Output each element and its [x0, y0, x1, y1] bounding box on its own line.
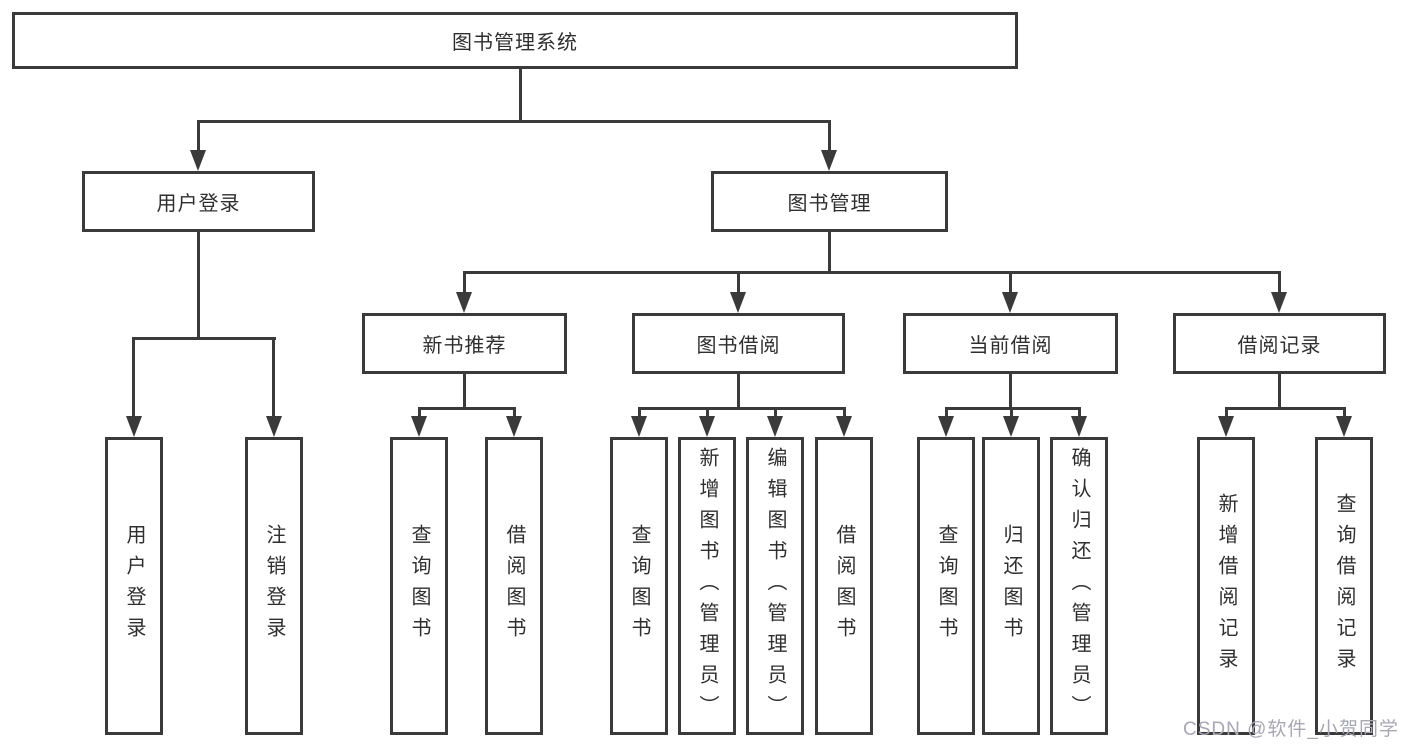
branch-node-label: 图书借阅: [696, 335, 781, 357]
arrowhead-down-icon: [938, 416, 954, 437]
leaf-node-label: 借阅图书: [833, 524, 855, 648]
leaf-node-confirm-return-admin: 确认归还（管理员）: [1050, 437, 1108, 735]
csdn-watermark: CSDN @软件_小贺同学: [1183, 719, 1399, 740]
leaf-node-query-books-borrow: 查询图书: [610, 437, 668, 735]
branch-node-book-borrow: 图书借阅: [632, 313, 845, 374]
branch-node-label: 用户登录: [156, 193, 241, 215]
arrowhead-down-icon: [699, 416, 715, 437]
connector-drop: [706, 407, 709, 418]
connector-hline: [638, 407, 845, 410]
arrowhead-down-icon: [730, 292, 746, 313]
branch-node-label: 当前借阅: [968, 335, 1053, 357]
branch-node-label: 借阅记录: [1237, 335, 1322, 357]
arrowhead-down-icon: [1336, 416, 1352, 437]
connector-hline: [197, 120, 831, 123]
leaf-node-add-borrow-record: 新增借阅记录: [1197, 437, 1255, 735]
arrowhead-down-icon: [190, 150, 206, 171]
leaf-node-label: 归还图书: [1000, 524, 1022, 648]
leaf-node-label: 借阅图书: [503, 524, 525, 648]
connector-drop: [945, 407, 948, 418]
connector-drop: [774, 407, 777, 418]
connector-drop: [1225, 407, 1228, 418]
connector-drop: [1078, 407, 1081, 418]
leaf-node-logout: 注销登录: [245, 437, 303, 735]
leaf-node-label: 注销登录: [263, 524, 285, 648]
arrowhead-down-icon: [836, 416, 852, 437]
root-node-label: 图书管理系统: [452, 32, 578, 54]
arrowhead-down-icon: [126, 416, 142, 437]
connector-vline: [1278, 374, 1281, 409]
connector-drop: [828, 120, 831, 151]
leaf-node-edit-book-admin: 编辑图书（管理员）: [746, 437, 804, 735]
leaf-node-return-book: 归还图书: [982, 437, 1040, 735]
connector-drop: [1278, 271, 1281, 293]
arrowhead-down-icon: [506, 416, 522, 437]
leaf-node-label: 查询图书: [628, 524, 650, 648]
leaf-node-label: 查询图书: [408, 524, 430, 648]
leaf-node-label: 新增借阅记录: [1215, 493, 1237, 679]
leaf-node-label: 用户登录: [123, 524, 145, 648]
connector-drop: [737, 271, 740, 293]
connector-hline: [132, 337, 276, 340]
connector-drop: [638, 407, 641, 418]
connector-drop: [197, 120, 200, 151]
leaf-node-query-borrow-record: 查询借阅记录: [1315, 437, 1373, 735]
connector-drop: [272, 337, 275, 417]
connector-drop: [463, 271, 466, 293]
arrowhead-down-icon: [266, 416, 282, 437]
branch-node-book-management: 图书管理: [711, 171, 948, 232]
connector-vline: [737, 374, 740, 409]
branch-node-borrow-records: 借阅记录: [1173, 313, 1386, 374]
connector-drop: [132, 337, 135, 417]
arrowhead-down-icon: [456, 292, 472, 313]
branch-node-label: 新书推荐: [422, 335, 507, 357]
connector-drop: [1010, 407, 1013, 418]
arrowhead-down-icon: [1271, 292, 1287, 313]
connector-drop: [418, 407, 421, 418]
connector-vline: [519, 69, 522, 122]
connector-drop: [513, 407, 516, 418]
arrowhead-down-icon: [1071, 416, 1087, 437]
connector-vline: [828, 232, 831, 273]
connector-drop: [1009, 271, 1012, 293]
branch-node-current-borrow: 当前借阅: [903, 313, 1118, 374]
leaf-node-label: 确认归还（管理员）: [1068, 446, 1090, 726]
connector-hline: [418, 407, 516, 410]
leaf-node-label: 查询借阅记录: [1333, 493, 1355, 679]
leaf-node-borrow-book: 借阅图书: [815, 437, 873, 735]
connector-vline: [1009, 374, 1012, 409]
arrowhead-down-icon: [1003, 416, 1019, 437]
connector-vline: [197, 232, 200, 339]
arrowhead-down-icon: [631, 416, 647, 437]
branch-node-user-login: 用户登录: [82, 171, 315, 232]
arrowhead-down-icon: [1002, 292, 1018, 313]
connector-vline: [463, 374, 466, 409]
connector-hline: [1225, 407, 1345, 410]
connector-drop: [843, 407, 846, 418]
leaf-node-user-login: 用户登录: [105, 437, 163, 735]
leaf-node-query-books-recommend: 查询图书: [390, 437, 448, 735]
arrowhead-down-icon: [411, 416, 427, 437]
leaf-node-add-book-admin: 新增图书（管理员）: [678, 437, 736, 735]
connector-hline: [463, 271, 1280, 274]
leaf-node-borrow-books-recommend: 借阅图书: [485, 437, 543, 735]
leaf-node-label: 新增图书（管理员）: [696, 446, 718, 726]
arrowhead-down-icon: [767, 416, 783, 437]
arrowhead-down-icon: [821, 150, 837, 171]
leaf-node-label: 查询图书: [935, 524, 957, 648]
root-node-library-system: 图书管理系统: [12, 12, 1018, 69]
connector-drop: [1343, 407, 1346, 418]
arrowhead-down-icon: [1218, 416, 1234, 437]
leaf-node-label: 编辑图书（管理员）: [764, 446, 786, 726]
branch-node-new-book-recommend: 新书推荐: [362, 313, 567, 374]
branch-node-label: 图书管理: [787, 193, 872, 215]
leaf-node-query-books-current: 查询图书: [917, 437, 975, 735]
